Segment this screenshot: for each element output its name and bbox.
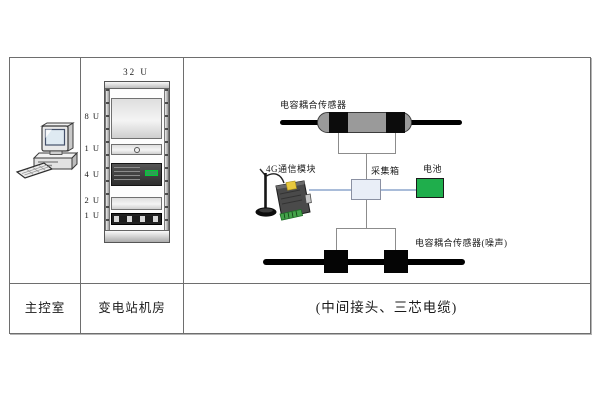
computer-icon — [14, 120, 79, 182]
module-label: 4G通信模块 — [266, 164, 316, 174]
u-label-1u-a: 1 U — [84, 143, 100, 153]
u-label-2u: 2 U — [84, 195, 100, 205]
wire — [336, 228, 337, 251]
label-control-room: 主控室 — [24, 301, 66, 315]
link-module-collector — [309, 189, 351, 191]
wire — [338, 133, 339, 154]
sensor-electrode-right — [386, 112, 405, 133]
label-substation-room: 变电站机房 — [98, 301, 166, 315]
rack-top-bar — [105, 82, 169, 89]
wire — [395, 133, 396, 154]
sensor-electrode-left — [329, 112, 348, 133]
rack-panel-2u — [111, 197, 162, 210]
noise-sensor-left — [324, 250, 348, 273]
battery-box — [416, 178, 444, 198]
rack-panel-8u — [111, 98, 162, 139]
wire — [338, 153, 396, 154]
bottom-sensor-label: 电容耦合传感器(噪声) — [415, 238, 508, 248]
u-label-4u: 4 U — [84, 169, 100, 179]
device-modules — [114, 216, 159, 222]
battery-label: 电池 — [423, 164, 443, 174]
device-display — [145, 170, 158, 176]
4g-module-icon — [254, 168, 316, 226]
rack-bottom-bar — [105, 230, 169, 242]
collector-box — [351, 179, 381, 200]
link-collector-battery — [381, 189, 416, 191]
column-divider-1 — [80, 57, 81, 333]
noise-sensor-right — [384, 250, 408, 273]
column-divider-2 — [183, 57, 184, 333]
u-label-8u: 8 U — [84, 111, 100, 121]
top-sensor-label: 电容耦合传感器 — [280, 100, 347, 110]
u-label-1u-b: 1 U — [84, 210, 100, 220]
cable-bottom — [263, 259, 465, 265]
rack-right-rail — [164, 89, 169, 230]
rack-size-label: 32 U — [123, 67, 149, 77]
device-vents — [114, 167, 140, 181]
row-divider — [9, 283, 591, 284]
label-cable-note: (中间接头、三芯电缆) — [315, 300, 458, 315]
table-frame — [9, 57, 591, 334]
wire — [336, 228, 396, 229]
server-rack — [104, 81, 170, 243]
panel-knob — [134, 147, 140, 153]
rack-left-rail — [105, 89, 110, 230]
collector-label: 采集箱 — [371, 166, 400, 176]
wire — [395, 228, 396, 251]
